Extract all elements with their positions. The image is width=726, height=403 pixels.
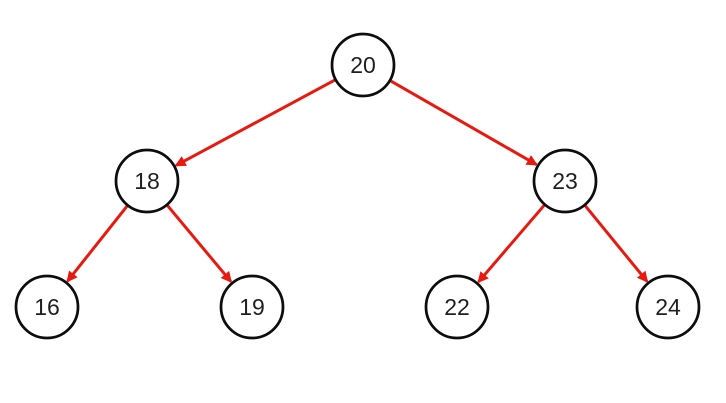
node-value: 19 [239, 294, 265, 320]
node-circle [114, 148, 180, 214]
tree-node-22: 22 [424, 274, 490, 340]
node-circle [330, 32, 396, 98]
edge-23-24 [584, 204, 649, 283]
nodes-layer: 20 18 23 16 19 22 24 [14, 32, 701, 340]
tree-node-16: 16 [14, 274, 80, 340]
edge-23-22 [477, 204, 546, 284]
node-circle [424, 274, 490, 340]
node-value: 20 [350, 52, 376, 78]
node-value: 16 [34, 294, 60, 320]
edge-18-16 [66, 205, 129, 283]
node-circle [219, 274, 285, 340]
tree-node-18: 18 [114, 148, 180, 214]
tree-node-23: 23 [532, 148, 598, 214]
edges-layer [66, 78, 649, 284]
edge-18-19 [166, 204, 233, 283]
node-circle [14, 274, 80, 340]
tree-node-19: 19 [219, 274, 285, 340]
node-value: 23 [552, 168, 578, 194]
edge-20-23 [389, 79, 538, 166]
edge-20-18 [174, 78, 336, 167]
tree-node-24: 24 [635, 274, 701, 340]
node-value: 24 [655, 294, 681, 320]
node-circle [532, 148, 598, 214]
tree-node-20: 20 [330, 32, 396, 98]
node-circle [635, 274, 701, 340]
node-value: 18 [134, 168, 160, 194]
node-value: 22 [444, 294, 470, 320]
